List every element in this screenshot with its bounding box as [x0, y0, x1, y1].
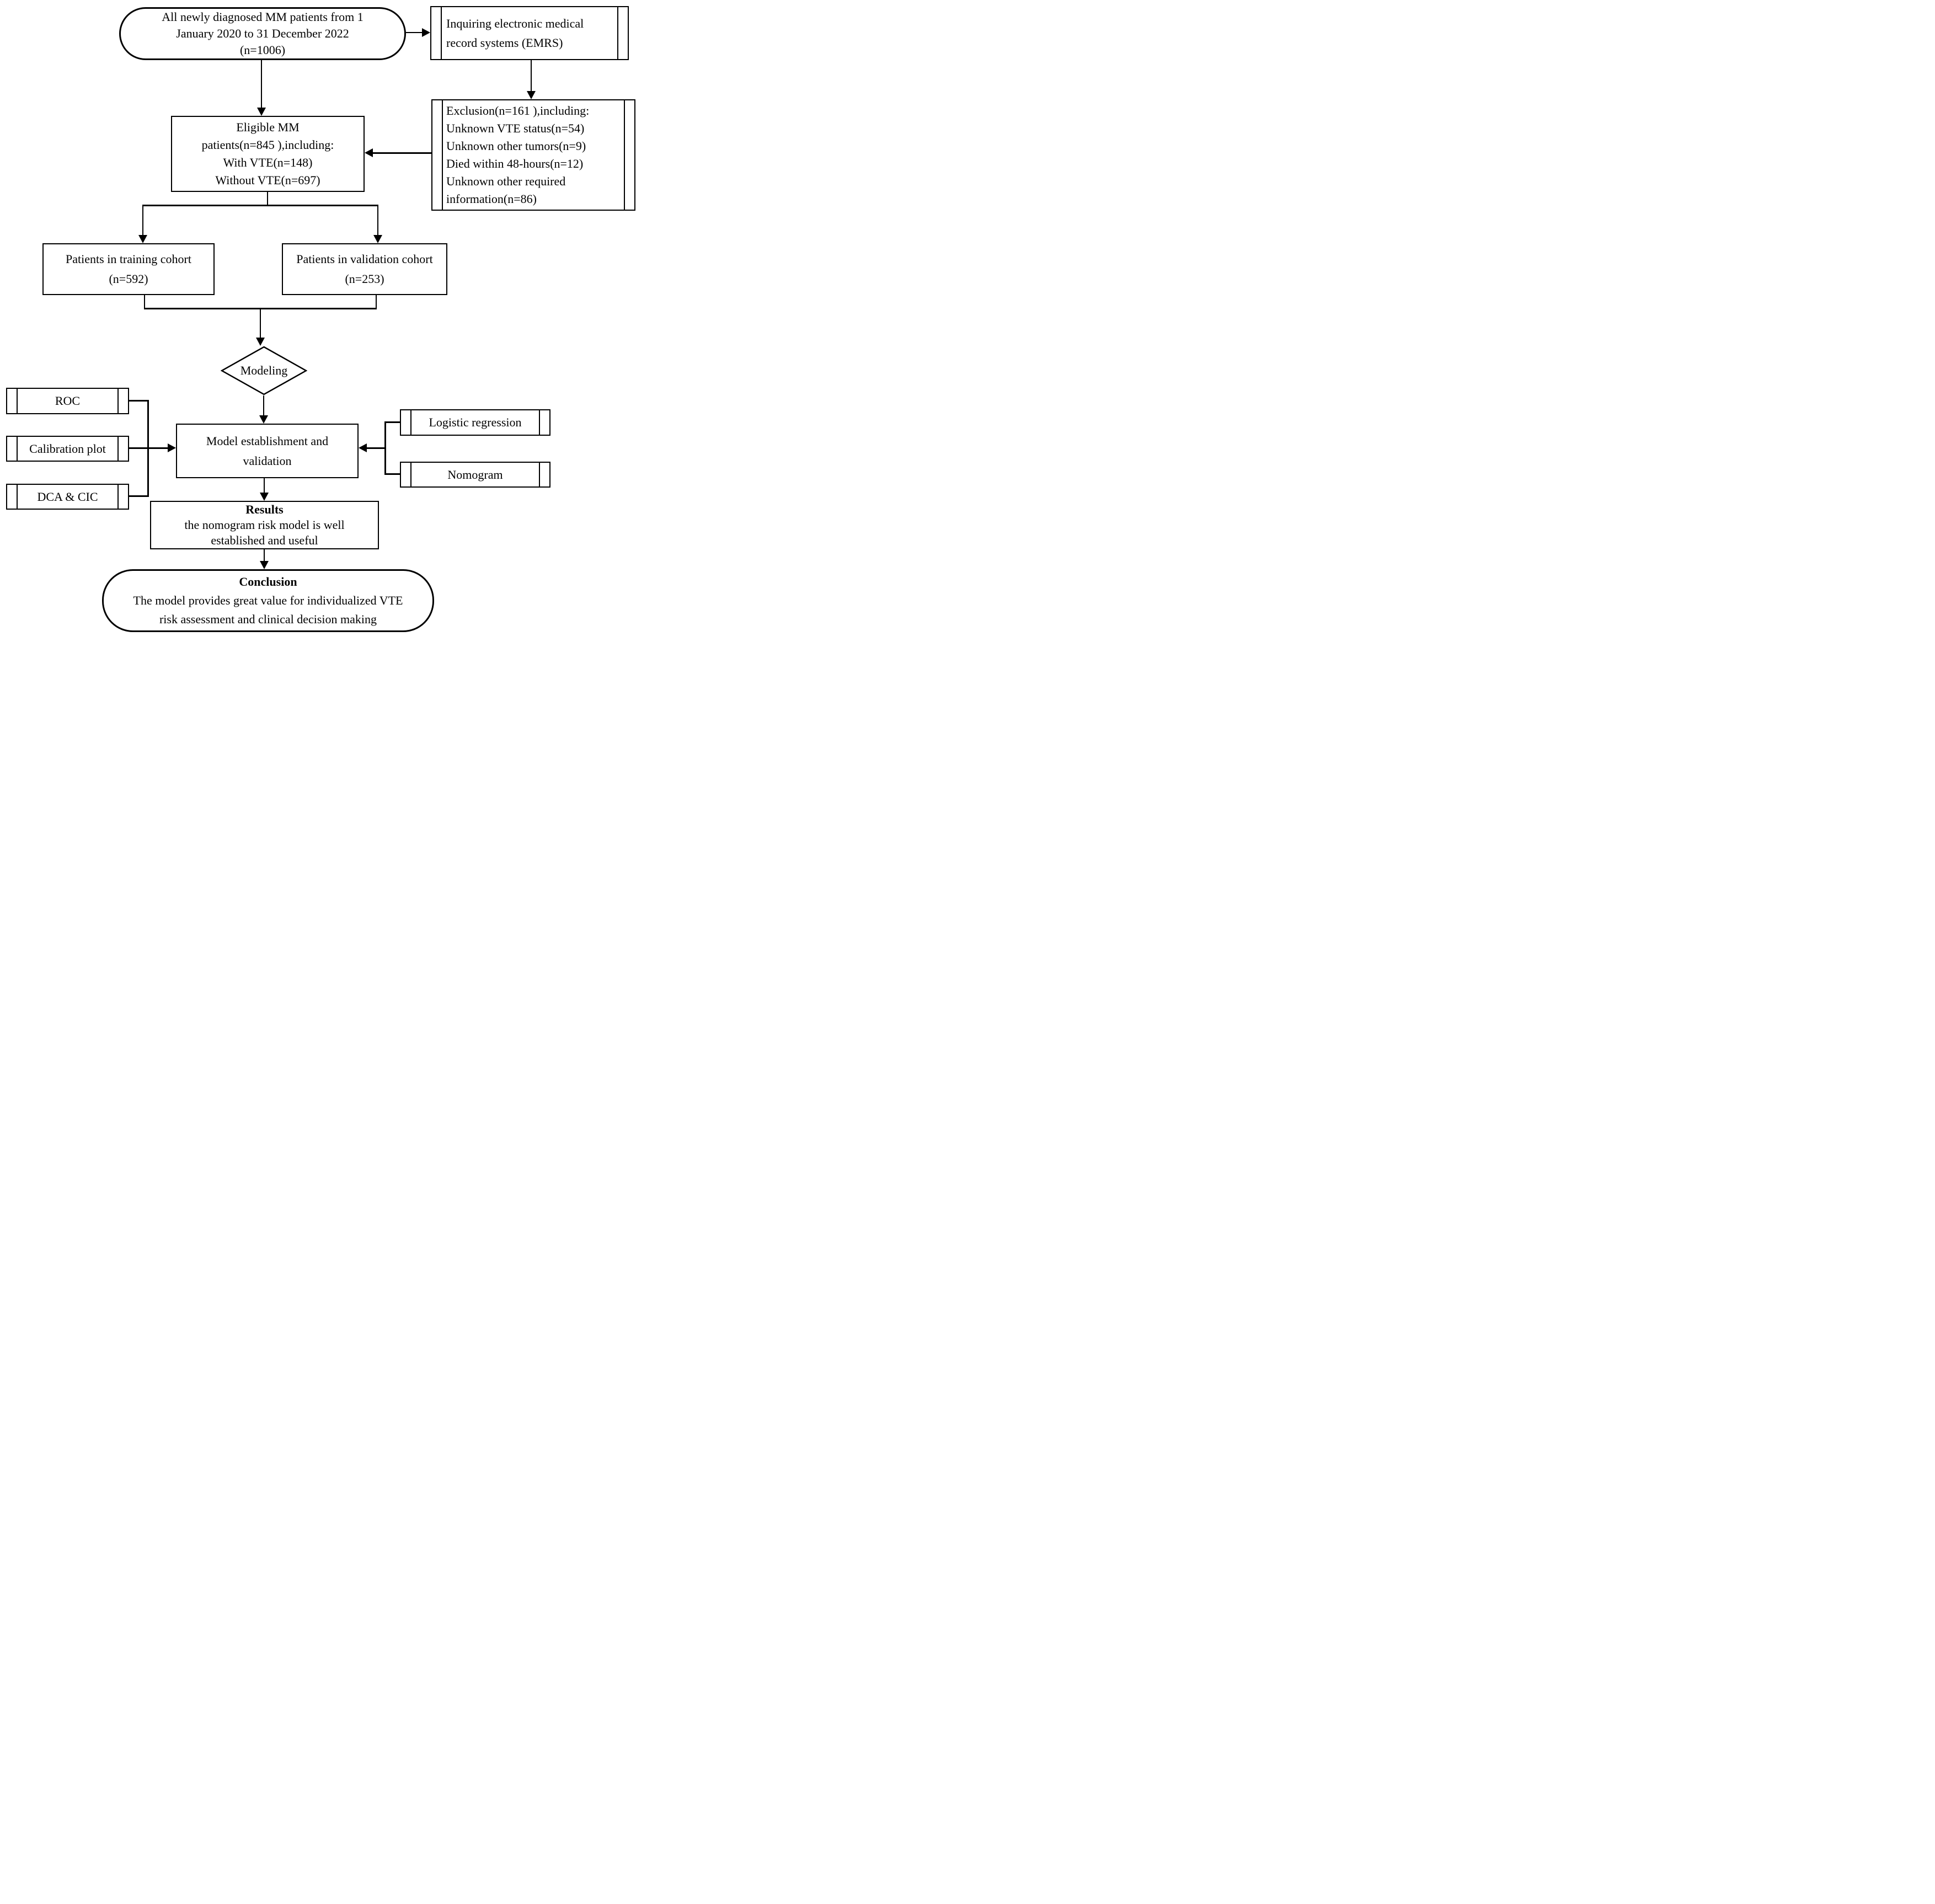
exclusion-line: Exclusion(n=161 ),including: — [446, 104, 590, 117]
eligible-line: With VTE(n=148) — [223, 156, 313, 169]
connector-model-to-results — [264, 478, 265, 494]
training-line: Patients in training cohort — [66, 252, 191, 266]
diamond-shape-icon — [221, 346, 307, 395]
predefined-bar-icon — [17, 437, 18, 461]
validation-cohort-node: Patients in validation cohort (n=253) — [282, 243, 447, 295]
connector-modeling-to-model — [263, 395, 264, 416]
connector-leftgroup-to-model — [147, 447, 169, 449]
exclusion-line: Died within 48-hours(n=12) — [446, 157, 584, 170]
start-line: (n=1006) — [239, 43, 286, 57]
arrowhead-into-eligible-right — [365, 148, 373, 157]
nomogram-label: Nomogram — [447, 468, 503, 482]
connector-exclusion-to-eligible — [372, 152, 431, 154]
eligible-line: Without VTE(n=697) — [215, 173, 320, 187]
connector-rightgroup-to-model — [366, 447, 386, 449]
stub-nomogram — [386, 473, 400, 475]
emrs-line: Inquiring electronic medical — [446, 17, 584, 30]
predefined-bar-icon — [17, 485, 18, 509]
model-establishment-node: Model establishment and validation — [176, 424, 359, 478]
connector-results-to-conclusion — [264, 549, 265, 563]
merge-line-from-validation — [376, 295, 377, 309]
predefined-bar-icon — [539, 463, 540, 486]
branch-drop-to-validation — [377, 205, 378, 236]
conclusion-line: risk assessment and clinical decision ma… — [159, 612, 377, 626]
emrs-node: Inquiring electronic medical record syst… — [430, 6, 629, 60]
modeling-decision-node: Modeling — [221, 346, 307, 395]
validation-line: (n=253) — [345, 272, 384, 286]
arrowhead-into-exclusion — [527, 91, 536, 99]
arrowhead-into-emrs — [422, 28, 430, 37]
predefined-bar-icon — [539, 410, 540, 435]
start-line: All newly diagnosed MM patients from 1 — [162, 10, 364, 24]
results-node: Results the nomogram risk model is well … — [150, 501, 379, 549]
predefined-bar-icon — [441, 7, 442, 59]
exclusion-line: information(n=86) — [446, 192, 537, 206]
predefined-bar-icon — [117, 437, 119, 461]
connector-eligible-to-branch — [267, 192, 268, 206]
branch-drop-to-training — [142, 205, 143, 236]
stub-dca — [129, 495, 149, 497]
roc-label: ROC — [55, 394, 81, 408]
eligible-line: patients(n=845 ),including: — [201, 138, 334, 152]
model-establishment-line: Model establishment and — [206, 434, 329, 448]
calibration-plot-label: Calibration plot — [29, 442, 106, 456]
stub-logistic — [386, 421, 400, 423]
training-cohort-node: Patients in training cohort (n=592) — [42, 243, 215, 295]
predefined-bar-icon — [624, 100, 625, 210]
results-line: established and useful — [211, 533, 318, 547]
predefined-bar-icon — [617, 7, 618, 59]
nomogram-node: Nomogram — [400, 462, 550, 488]
connector-start-to-eligible — [261, 60, 262, 109]
predefined-bar-icon — [117, 389, 119, 413]
arrowhead-into-modeling — [256, 338, 265, 346]
training-line: (n=592) — [109, 272, 148, 286]
conclusion-node: Conclusion The model provides great valu… — [102, 569, 434, 632]
predefined-bar-icon — [117, 485, 119, 509]
emrs-line: record systems (EMRS) — [446, 36, 563, 50]
start-line: January 2020 to 31 December 2022 — [176, 26, 349, 40]
calibration-plot-node: Calibration plot — [6, 436, 129, 462]
exclusion-line: Unknown VTE status(n=54) — [446, 121, 585, 135]
flowchart-canvas: All newly diagnosed MM patients from 1 J… — [0, 0, 645, 635]
arrowhead-into-model-right — [359, 443, 367, 452]
modeling-label: Modeling — [240, 363, 288, 377]
predefined-bar-icon — [17, 389, 18, 413]
conclusion-line: The model provides great value for indiv… — [133, 593, 403, 607]
arrowhead-into-eligible-top — [257, 108, 266, 116]
arrowhead-into-conclusion — [260, 561, 269, 569]
arrowhead-into-training — [138, 235, 147, 243]
exclusion-line: Unknown other required — [446, 174, 566, 188]
stub-calibration — [129, 447, 149, 449]
conclusion-title: Conclusion — [239, 575, 297, 589]
connector-emrs-to-exclusion — [531, 60, 532, 92]
results-line: the nomogram risk model is well — [184, 518, 345, 532]
merge-line-from-training — [144, 295, 145, 309]
predefined-bar-icon — [442, 100, 443, 210]
validation-line: Patients in validation cohort — [296, 252, 433, 266]
model-establishment-line: validation — [243, 453, 292, 468]
logistic-regression-node: Logistic regression — [400, 409, 550, 436]
predefined-bar-icon — [410, 463, 411, 486]
eligible-line: Eligible MM — [236, 120, 300, 134]
connector-merge-to-modeling — [260, 308, 261, 339]
eligible-node: Eligible MM patients(n=845 ),including: … — [171, 116, 365, 192]
arrowhead-into-results — [260, 493, 269, 501]
connector-start-to-emrs — [406, 32, 424, 33]
stub-roc — [129, 400, 149, 402]
exclusion-node: Exclusion(n=161 ),including: Unknown VTE… — [431, 99, 635, 211]
start-node: All newly diagnosed MM patients from 1 J… — [119, 7, 406, 60]
roc-node: ROC — [6, 388, 129, 414]
logistic-regression-label: Logistic regression — [429, 415, 522, 429]
exclusion-line: Unknown other tumors(n=9) — [446, 139, 586, 153]
dca-cic-node: DCA & CIC — [6, 484, 129, 510]
predefined-bar-icon — [410, 410, 411, 435]
results-title: Results — [245, 502, 284, 516]
branch-horizontal-line — [142, 205, 378, 206]
dca-cic-label: DCA & CIC — [37, 490, 98, 504]
arrowhead-into-model-left — [168, 443, 176, 452]
arrowhead-into-model-top — [259, 415, 268, 424]
arrowhead-into-validation — [373, 235, 382, 243]
